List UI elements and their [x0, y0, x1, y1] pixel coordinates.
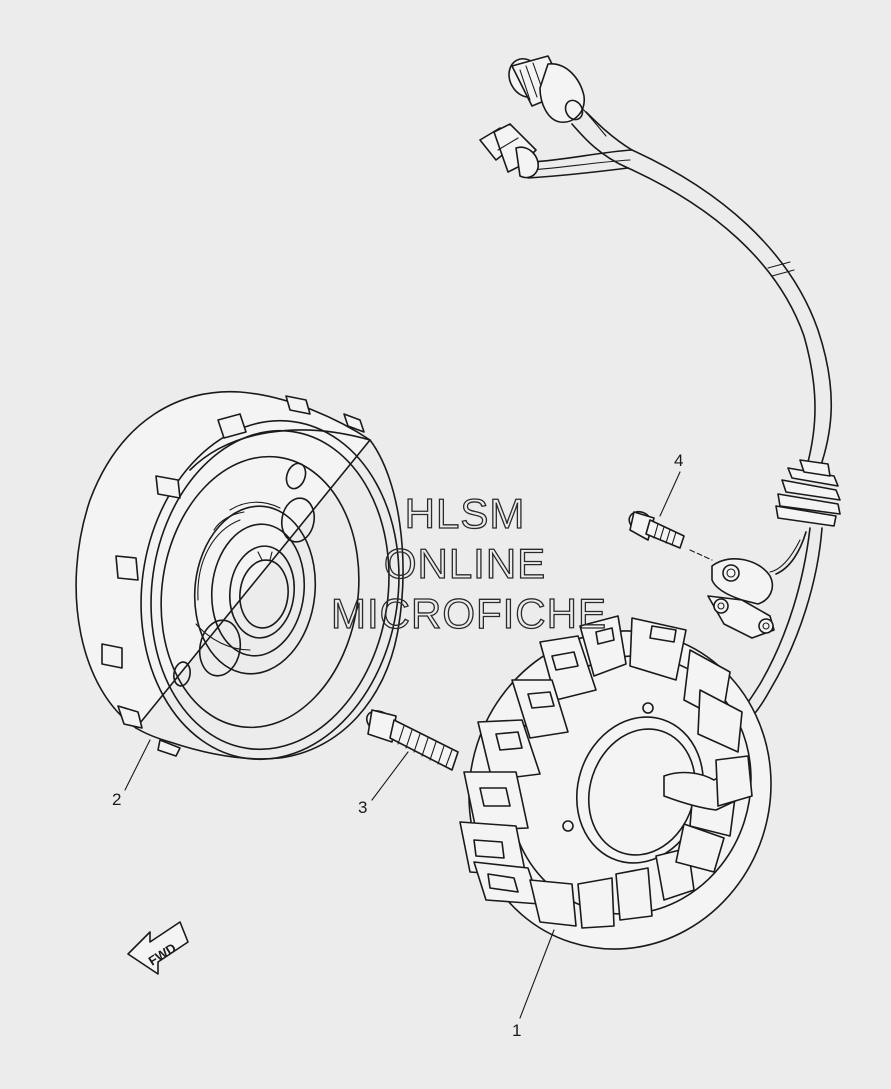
callout-4: 4	[674, 451, 683, 470]
wire-harness	[527, 105, 833, 731]
watermark-line-3: MICROFICHE	[331, 590, 607, 637]
watermark: HLSM ONLINE MICROFICHE	[330, 489, 607, 637]
watermark-line-1: HLSM	[405, 490, 526, 537]
grommet	[775, 459, 841, 527]
fwd-arrow-icon: FWD	[127, 921, 189, 975]
callout-3: 3	[358, 798, 367, 817]
main-connector	[508, 55, 585, 123]
sub-connector	[479, 123, 539, 179]
wire-clamp	[707, 558, 775, 639]
stator-bolt	[365, 709, 459, 801]
callout-2: 2	[112, 790, 121, 809]
rotor-flywheel	[75, 390, 404, 791]
stator	[459, 615, 772, 1019]
callout-leader-4	[659, 471, 681, 517]
watermark-line-2: ONLINE	[384, 540, 546, 587]
clamp-bolt	[628, 510, 713, 561]
callout-1: 1	[512, 1021, 521, 1040]
